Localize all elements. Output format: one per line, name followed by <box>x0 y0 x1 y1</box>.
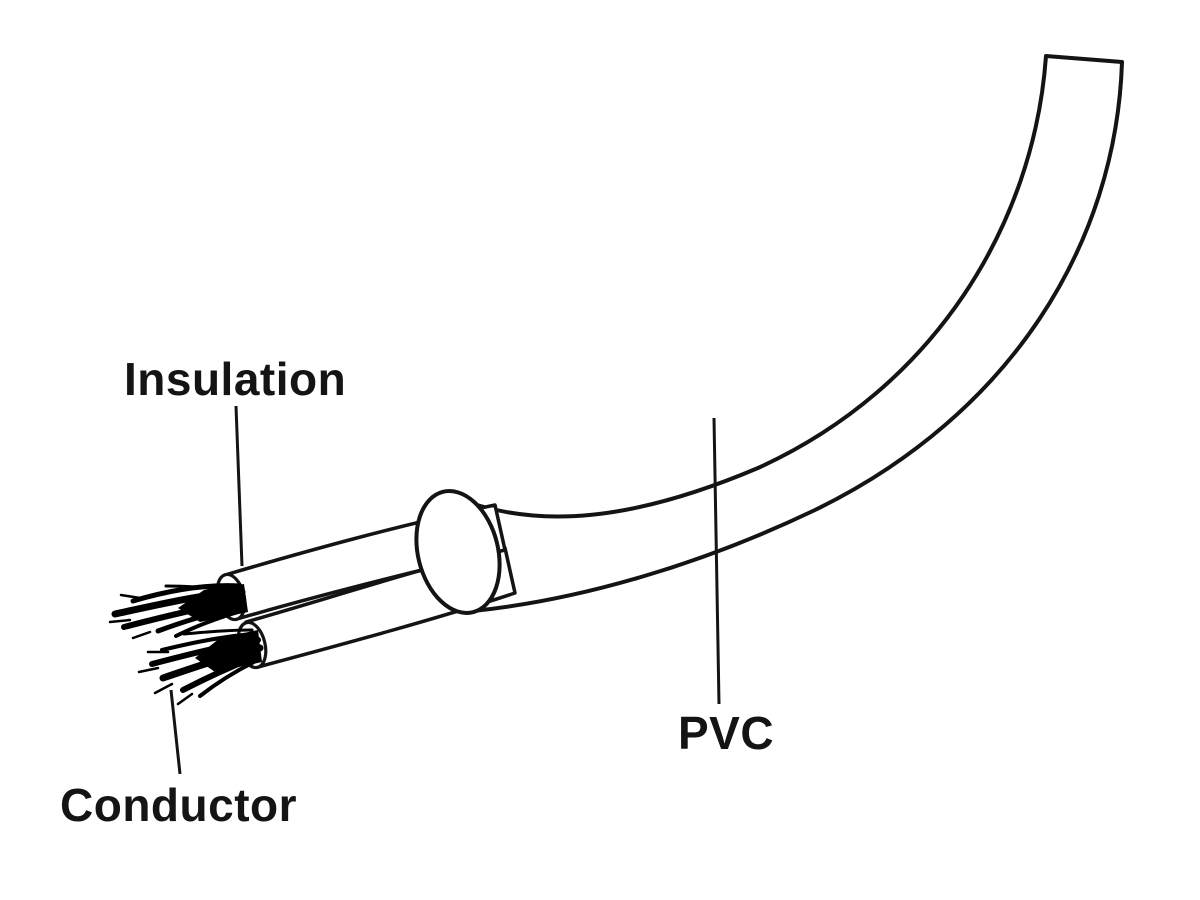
pvc-label: PVC <box>678 707 775 759</box>
jacket-cut-face <box>414 489 502 615</box>
insulation-leader-line <box>234 405 244 567</box>
pvc-leader-line <box>712 417 721 705</box>
pvc-jacket <box>441 54 1124 613</box>
insulation-label: Insulation <box>124 353 347 405</box>
conductor-leader-line <box>169 689 182 775</box>
conductor-label: Conductor <box>60 779 298 831</box>
conductor-strands-lower <box>137 628 264 706</box>
conductor-strands-upper <box>108 583 248 640</box>
